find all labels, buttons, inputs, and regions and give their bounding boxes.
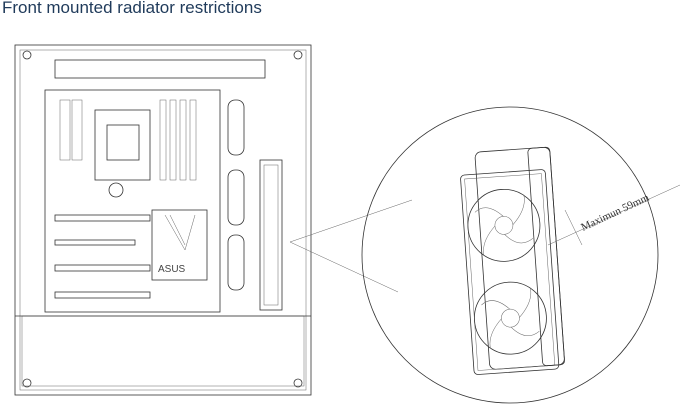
dimension-annotation: Maximun 59mm (547, 184, 681, 246)
callout (289, 106, 659, 404)
motherboard: ASUS (44, 89, 221, 313)
dimension-label: Maximun 59mm (579, 192, 651, 234)
board-logo: ASUS (158, 264, 186, 275)
fan-top (467, 188, 541, 262)
fan-bottom (474, 281, 547, 355)
radiator-drawing (460, 146, 565, 375)
pc-case-drawing: ASUS (14, 44, 312, 396)
page-title: Front mounted radiator restrictions (2, 0, 262, 17)
front-fan-mounts (227, 99, 283, 311)
